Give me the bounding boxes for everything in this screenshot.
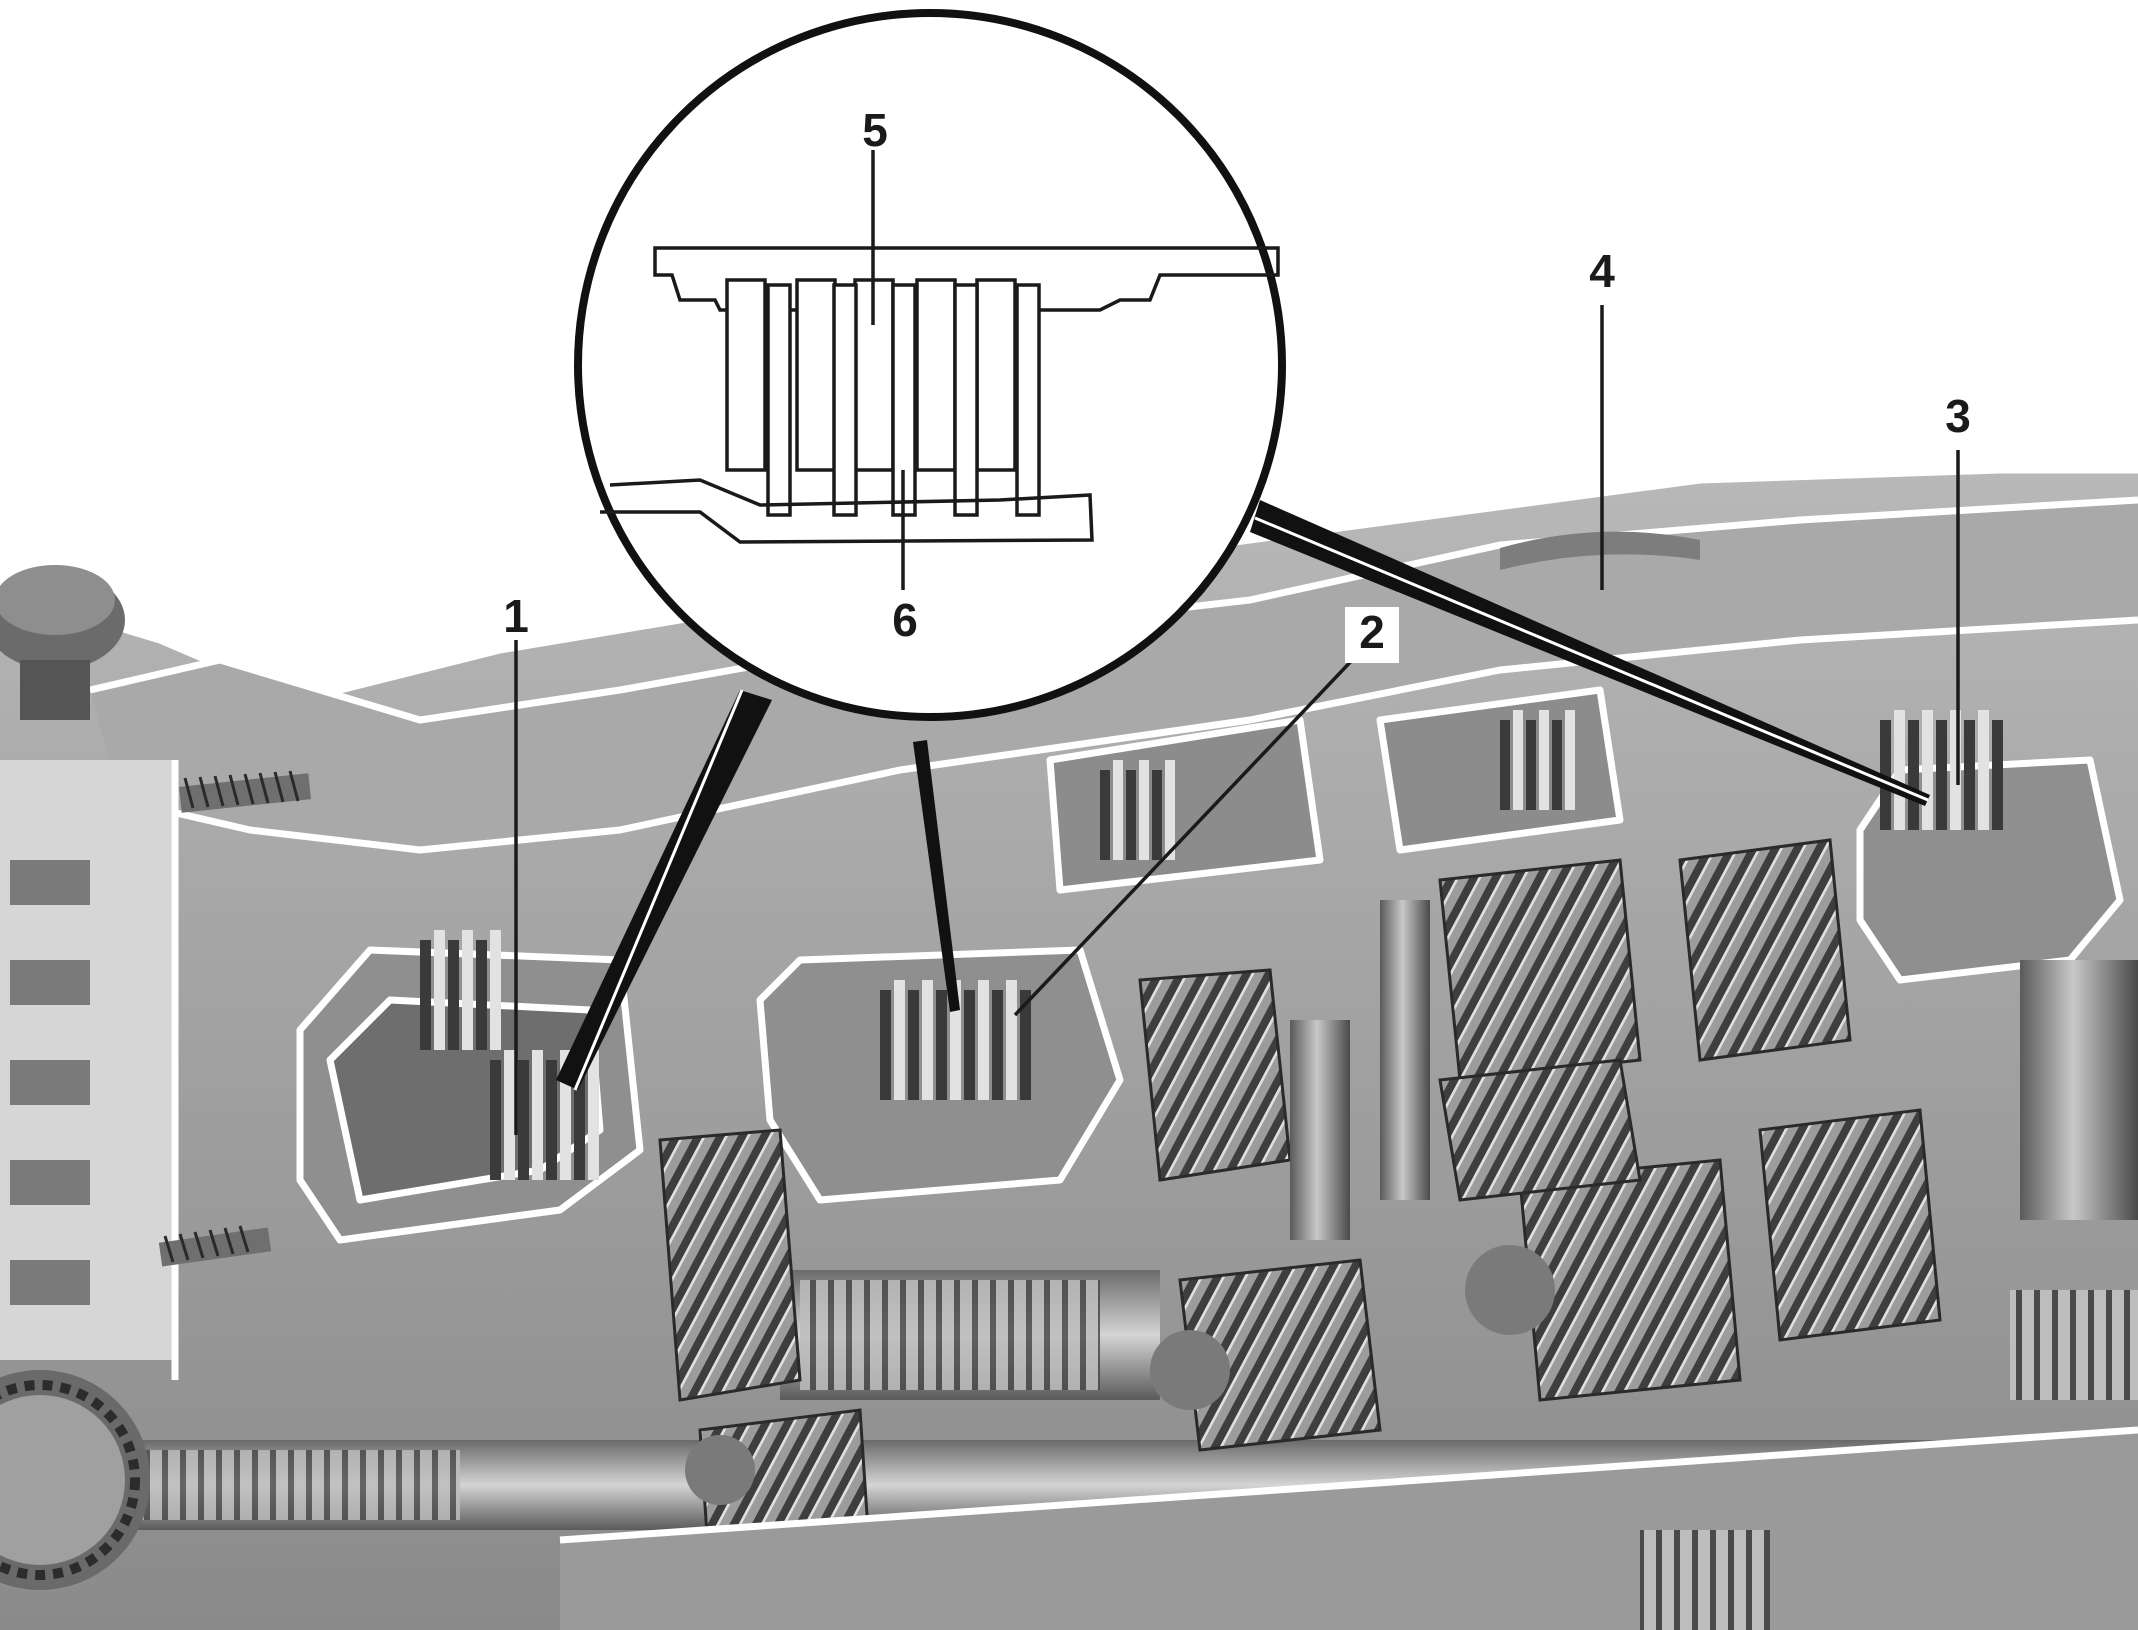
clutch-plates-upper bbox=[1100, 710, 1575, 860]
clutch-plates-1-upper bbox=[420, 930, 501, 1050]
helical-gear bbox=[658, 1128, 802, 1402]
callout-label-2-box bbox=[1345, 607, 1399, 663]
magnifier-pointer-left bbox=[556, 689, 772, 1091]
clutch-plates-1 bbox=[490, 1050, 599, 1180]
helical-gear bbox=[1758, 1108, 1942, 1342]
lower-valve-body bbox=[559, 1290, 2138, 1630]
clutch-plates-3 bbox=[1880, 710, 2003, 830]
magnifier-pointer-center bbox=[913, 740, 960, 1012]
bolt-lower bbox=[158, 1225, 272, 1267]
bolt-upper bbox=[178, 770, 312, 813]
magnifier-circle bbox=[574, 9, 1286, 721]
drive-chain bbox=[0, 1370, 150, 1590]
helical-gear bbox=[1438, 1058, 1642, 1202]
gear-row-lower bbox=[658, 968, 1942, 1582]
housing-left-end bbox=[0, 760, 179, 1380]
callout-labels: 1 2 3 4 5 6 bbox=[503, 104, 1971, 663]
leader-2 bbox=[1013, 653, 1359, 1017]
helical-gear bbox=[1138, 968, 1292, 1182]
magnifier-pointer-right bbox=[1250, 500, 1930, 806]
callout-label-5: 5 bbox=[862, 104, 888, 156]
leader-lines bbox=[514, 150, 1960, 1135]
oil-filler-cap bbox=[0, 565, 125, 720]
gear-row-upper bbox=[1438, 838, 1852, 1202]
gear-hubs bbox=[685, 900, 2138, 1505]
callout-label-1: 1 bbox=[503, 590, 529, 642]
helical-gear bbox=[1678, 838, 1852, 1062]
callout-label-3: 3 bbox=[1945, 390, 1971, 442]
callout-label-4: 4 bbox=[1589, 245, 1615, 297]
clutch-plates-2 bbox=[880, 980, 1031, 1100]
helical-gear bbox=[1438, 858, 1642, 1082]
callout-label-2: 2 bbox=[1359, 606, 1385, 658]
callout-label-6: 6 bbox=[892, 594, 918, 646]
